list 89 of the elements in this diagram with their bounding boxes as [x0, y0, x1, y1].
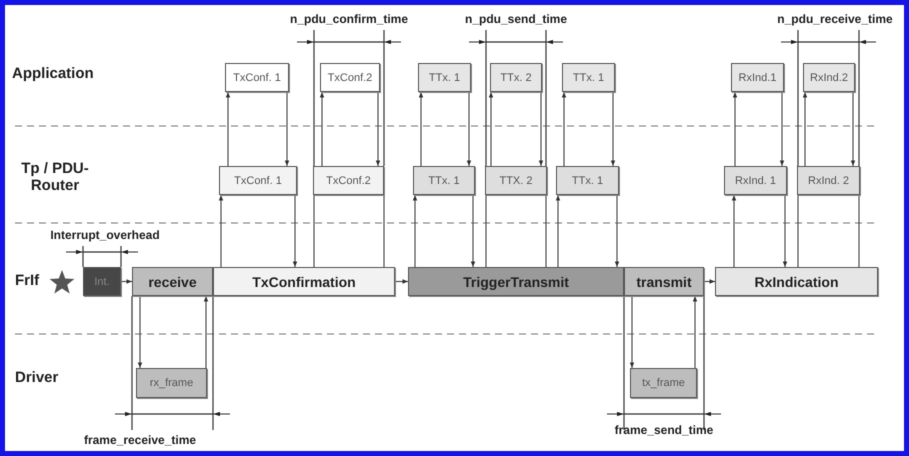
connector-line [545, 195, 547, 267]
arrow [226, 92, 230, 166]
text-label: frame_send_time [614, 422, 714, 437]
process-box [413, 166, 475, 195]
arrow [850, 92, 856, 166]
text-label: Application [12, 65, 94, 82]
arrow [376, 92, 380, 166]
process-box [83, 267, 121, 296]
arrow [412, 195, 418, 267]
box-label: RxInd.1 [738, 72, 776, 84]
box-label: Int. [94, 276, 110, 288]
process-box [219, 166, 297, 195]
box-label: tx_frame [642, 377, 685, 389]
arrow [395, 279, 408, 284]
arrow [556, 195, 560, 267]
process-box [490, 63, 542, 92]
process-box [213, 267, 395, 296]
box-label: TTx. 1 [572, 174, 604, 186]
arrow [418, 92, 424, 166]
arrow [630, 296, 634, 368]
box-label: RxIndication [754, 274, 838, 290]
box-label: TTx. 2 [500, 72, 532, 84]
connector-line [797, 195, 799, 267]
process-box [562, 63, 615, 92]
box-label: TTx. 1 [572, 72, 604, 84]
box-label: RxInd.2 [810, 72, 848, 84]
box-label: TxConf. 1 [233, 72, 281, 84]
text-label: Interrupt_overhead [50, 228, 160, 242]
arrow [692, 296, 698, 368]
arrow [562, 92, 566, 166]
arrow [218, 195, 224, 267]
arrow [121, 279, 132, 284]
box-label: TTx. 1 [428, 72, 460, 84]
process-box [418, 63, 471, 92]
arrow [538, 92, 544, 166]
arrow [204, 296, 208, 368]
box-label: rx_frame [150, 377, 194, 389]
text-label: n_pdu_send_time [464, 12, 568, 26]
arrow [284, 92, 290, 166]
text-label: n_pdu_receive_time [777, 12, 893, 26]
process-box [485, 166, 547, 195]
arrow [614, 195, 620, 267]
text-label: n_pdu_confirm_time [290, 12, 408, 26]
text-label: frame_receive_time [84, 432, 196, 447]
text-label: Driver [15, 369, 58, 386]
process-box [225, 63, 289, 92]
arrow [802, 92, 808, 166]
box-label: TTX. 2 [499, 174, 532, 186]
arrow [320, 92, 324, 166]
box-label: TxConf.2 [328, 72, 372, 84]
box-label: RxInd. 1 [735, 174, 776, 186]
arrow [138, 296, 142, 368]
process-box [408, 267, 624, 296]
process-box [132, 267, 213, 296]
process-box [624, 267, 704, 296]
process-box [320, 63, 380, 92]
connector-line [313, 195, 315, 267]
process-box [630, 368, 697, 398]
arrow [780, 92, 784, 166]
box-label: receive [148, 274, 197, 290]
process-box [731, 63, 784, 92]
process-box [803, 63, 855, 92]
box-label: TriggerTransmit [463, 274, 569, 290]
arrow [466, 92, 472, 166]
arrow [610, 92, 616, 166]
process-box [715, 267, 878, 296]
arrow [782, 195, 788, 267]
arrow [292, 195, 298, 267]
arrow [732, 92, 738, 166]
process-box [724, 166, 787, 195]
connector-line [383, 195, 385, 267]
arrow [470, 195, 476, 267]
arrow [704, 279, 715, 284]
arrow [488, 92, 494, 166]
box-label: TxConf.2 [326, 174, 371, 186]
box-label: TTx. 1 [428, 174, 460, 186]
process-box [797, 166, 860, 195]
box-label: TxConf. 1 [234, 174, 282, 186]
process-box [556, 166, 619, 195]
process-box [136, 368, 207, 398]
text-label: FrIf [15, 272, 40, 289]
box-label: RxInd. 2 [808, 174, 849, 186]
connector-line [485, 195, 487, 267]
box-label: TxConfirmation [252, 274, 356, 290]
arrow [732, 195, 736, 267]
connector-line [858, 195, 860, 267]
text-label: Tp / PDU-Router [20, 160, 90, 194]
process-box [313, 166, 384, 195]
box-label: transmit [636, 274, 692, 290]
